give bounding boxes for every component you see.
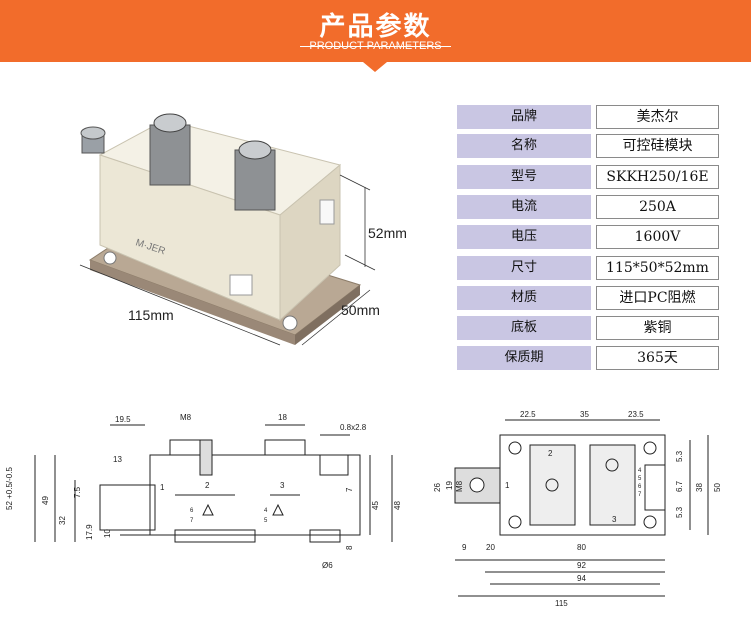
top-view-drawing bbox=[454, 419, 709, 597]
dim-label: 26 bbox=[433, 483, 442, 492]
dim-label: 45 bbox=[371, 501, 380, 510]
param-row: 材质 进口PC阻燃 bbox=[457, 286, 719, 310]
height-dimension: 52mm bbox=[368, 225, 407, 241]
terminal-label: 2 bbox=[548, 449, 553, 458]
header-banner bbox=[0, 0, 751, 62]
param-value: SKKH250/16E bbox=[596, 165, 719, 189]
dim-label: 48 bbox=[393, 501, 402, 510]
param-row: 电流 250A bbox=[457, 195, 719, 219]
dim-label: Ø6 bbox=[322, 561, 333, 570]
width-dimension: 115mm bbox=[128, 307, 174, 323]
dim-label: 92 bbox=[577, 561, 586, 570]
terminal-label: 2 bbox=[205, 481, 210, 490]
terminal-label: 4 bbox=[264, 508, 268, 514]
dim-label: 6.7 bbox=[675, 480, 684, 492]
banner-title: 产品参数 bbox=[319, 12, 432, 42]
dim-label: 7.5 bbox=[73, 486, 82, 498]
terminal-label: 5 bbox=[638, 476, 642, 482]
param-row: 名称 可控硅模块 bbox=[457, 134, 719, 158]
dim-label: 52 +0.5/-0.5 bbox=[5, 467, 14, 510]
dim-label: 38 bbox=[695, 483, 704, 492]
product-photo: M·JER 52mm 115mm 50mm bbox=[79, 113, 407, 346]
param-key: 型号 bbox=[457, 165, 591, 189]
param-value: 紫铜 bbox=[596, 316, 719, 340]
dim-label: 19 bbox=[445, 481, 454, 490]
side-view-drawing bbox=[34, 424, 393, 543]
terminal-label: 4 bbox=[638, 468, 642, 474]
dim-label: 5.3 bbox=[675, 450, 684, 462]
dim-label: 5.3 bbox=[675, 506, 684, 518]
dim-label: M8 bbox=[455, 480, 464, 492]
dim-label: 35 bbox=[580, 410, 589, 419]
terminal-label: 5 bbox=[264, 518, 268, 524]
dim-label: 80 bbox=[577, 543, 586, 552]
dim-label: 115 bbox=[555, 599, 568, 608]
dim-label: 10 bbox=[103, 529, 112, 538]
dim-label: 9 bbox=[462, 543, 467, 552]
param-key: 电压 bbox=[457, 225, 591, 249]
param-value: 115*50*52mm bbox=[596, 256, 719, 280]
dim-label: 7 bbox=[345, 487, 354, 492]
param-key: 底板 bbox=[457, 316, 591, 340]
param-key: 尺寸 bbox=[457, 256, 591, 280]
technical-drawings: 19.5 M8 18 0.8x2.8 13 52 +0.5/-0.5 49 7.… bbox=[5, 410, 722, 608]
param-value: 1600V bbox=[596, 225, 719, 249]
terminal-label: 6 bbox=[638, 484, 642, 490]
param-value: 美杰尔 bbox=[596, 105, 719, 129]
dim-label: 18 bbox=[278, 413, 287, 422]
dim-label: 22.5 bbox=[520, 410, 536, 419]
dim-label: 49 bbox=[41, 496, 50, 505]
param-key: 材质 bbox=[457, 286, 591, 310]
terminal-label: 7 bbox=[638, 492, 642, 498]
banner-divider-left bbox=[300, 46, 380, 47]
param-row: 保质期 365天 bbox=[457, 346, 719, 370]
terminal-label: 7 bbox=[190, 518, 194, 524]
param-value: 250A bbox=[596, 195, 719, 219]
param-key: 电流 bbox=[457, 195, 591, 219]
depth-dimension: 50mm bbox=[341, 302, 380, 318]
banner-notch bbox=[363, 62, 387, 72]
banner-subtitle: PRODUCT PARAMETERS bbox=[309, 40, 442, 52]
param-row: 电压 1600V bbox=[457, 225, 719, 249]
dim-label: 50 bbox=[713, 483, 722, 492]
dim-label: 13 bbox=[113, 455, 122, 464]
dim-label: 17.9 bbox=[85, 524, 94, 540]
param-key: 品牌 bbox=[457, 105, 591, 129]
dim-label: 19.5 bbox=[115, 415, 131, 424]
param-row: 型号 SKKH250/16E bbox=[457, 165, 719, 189]
terminal-label: 3 bbox=[280, 481, 285, 490]
param-value: 365天 bbox=[596, 346, 719, 370]
param-row: 底板 紫铜 bbox=[457, 316, 719, 340]
param-row: 尺寸 115*50*52mm bbox=[457, 256, 719, 280]
dim-label: 8 bbox=[345, 545, 354, 550]
dim-label: 20 bbox=[486, 543, 495, 552]
dim-label: 23.5 bbox=[628, 410, 644, 419]
param-row: 品牌 美杰尔 bbox=[457, 105, 719, 129]
param-key: 保质期 bbox=[457, 346, 591, 370]
param-value: 进口PC阻燃 bbox=[596, 286, 719, 310]
dim-label: 32 bbox=[58, 516, 67, 525]
dim-label: 94 bbox=[577, 574, 586, 583]
param-key: 名称 bbox=[457, 134, 591, 158]
dim-label: M8 bbox=[180, 413, 192, 422]
terminal-label: 1 bbox=[160, 483, 165, 492]
param-value: 可控硅模块 bbox=[596, 134, 719, 158]
terminal-label: 3 bbox=[612, 515, 617, 524]
dim-label: 0.8x2.8 bbox=[340, 423, 367, 432]
terminal-label: 1 bbox=[505, 481, 510, 490]
banner-divider-right bbox=[371, 46, 451, 47]
terminal-label: 6 bbox=[190, 508, 194, 514]
